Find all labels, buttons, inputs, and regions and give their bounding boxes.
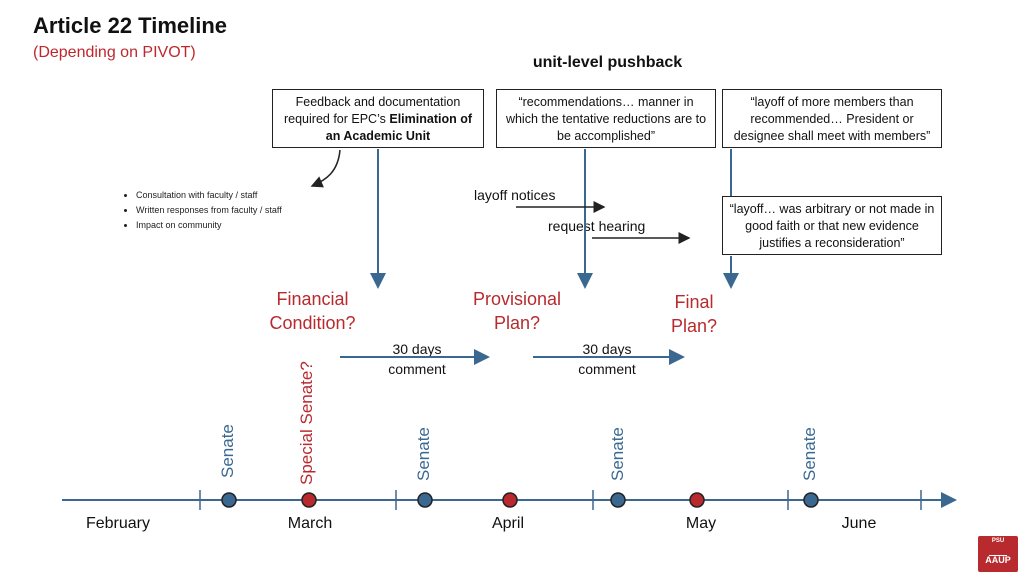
month-label: May [685,515,717,532]
comment-period-first: 30 days comment [388,341,446,377]
month-ticks [199,490,922,510]
stage-final-plan: Final Plan? [670,292,718,336]
bullet-item: Impact on community [136,218,282,233]
recommendations-quote-box: “recommendations… manner in which the te… [496,89,716,148]
request-hearing-label: request hearing [548,218,646,234]
month-label: June [841,515,877,532]
header-label: unit-level pushback [532,54,683,71]
box-bold-text: Elimination of an Academic Unit [325,112,472,143]
feedback-bullet-list: Consultation with faculty / staff Writte… [120,188,282,233]
senate-marker [417,492,433,508]
month-label: April [491,515,524,532]
stage-financial-condition: Financial Condition? [269,289,356,333]
stage-provisional-plan: Provisional Plan? [472,289,562,333]
page-subtitle: (Depending on PIVOT) [33,44,196,61]
special-senate-marker [301,492,317,508]
book-icon [989,545,1007,556]
senate-marker [803,492,819,508]
bullet-item: Written responses from faculty / staff [136,203,282,218]
month-label: February [85,515,151,532]
bullet-item: Consultation with faculty / staff [136,188,282,203]
box-text: Feedback and documentation required for … [283,95,461,126]
epc-feedback-box: Feedback and documentation required for … [272,89,484,148]
page-title: Article 22 Timeline [33,13,228,38]
milestone-marker [502,492,518,508]
psu-aaup-logo: PSU AAUP [978,536,1018,572]
milestone-marker [689,492,705,508]
timeline-markers [221,492,819,508]
senate-marker [221,492,237,508]
comment-period-second: 30 days comment [578,341,636,377]
layoff-notices-label: layoff notices [474,187,556,203]
logo-bottom-text: AAUP [985,555,1011,565]
arrow-box1-to-bullets [310,149,341,188]
senate-marker [610,492,626,508]
month-label: March [287,515,333,532]
reconsideration-quote-box: “layoff… was arbitrary or not made in go… [722,196,942,255]
logo-top-text: PSU [991,538,1005,544]
layoff-members-quote-box: “layoff of more members than recommended… [722,89,942,148]
